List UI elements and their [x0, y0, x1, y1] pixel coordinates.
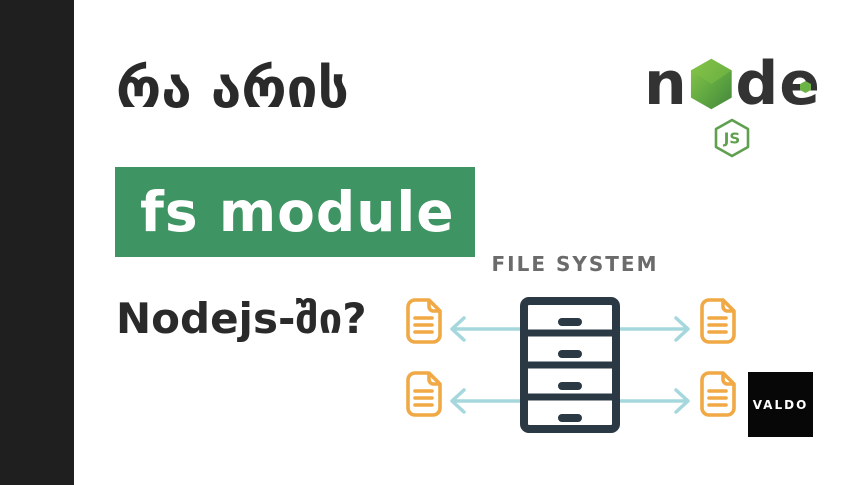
diagram-title: FILE SYSTEM: [491, 252, 659, 276]
file-icon: [406, 371, 442, 417]
js-hexagon-icon: JS: [714, 118, 750, 158]
file-icon: [406, 298, 442, 344]
fs-module-banner: fs module: [115, 167, 475, 257]
file-icon: [700, 298, 736, 344]
page-title: რა არის: [116, 56, 349, 120]
node-hexagon-icon: [690, 58, 732, 110]
file-system-diagram: FILE SYSTEM: [400, 250, 750, 440]
subtitle: Nodejs-ში?: [116, 294, 367, 343]
node-letter-d: d: [735, 49, 779, 119]
node-letter-n: n: [644, 49, 687, 119]
left-accent-bar: [0, 0, 74, 485]
fs-module-label: fs module: [140, 180, 455, 244]
watermark-text: VALDO: [752, 397, 809, 412]
nodejs-js-badge: JS: [644, 118, 820, 158]
arrow-left-icon: [450, 388, 522, 414]
arrow-right-icon: [618, 388, 690, 414]
arrow-right-icon: [618, 316, 690, 342]
nodejs-logo: n d e: [644, 52, 820, 158]
nodejs-wordmark: n d e: [644, 52, 820, 116]
file-icon: [700, 371, 736, 417]
file-system-diagram-graphic: [406, 297, 736, 433]
arrow-left-icon: [450, 316, 522, 342]
watermark-logo: VALDO: [748, 372, 813, 437]
node-letter-e: e: [779, 49, 820, 119]
node-e-dot-icon: [800, 81, 811, 93]
js-badge-text: JS: [723, 130, 740, 148]
cabinet-icon: [520, 297, 620, 433]
